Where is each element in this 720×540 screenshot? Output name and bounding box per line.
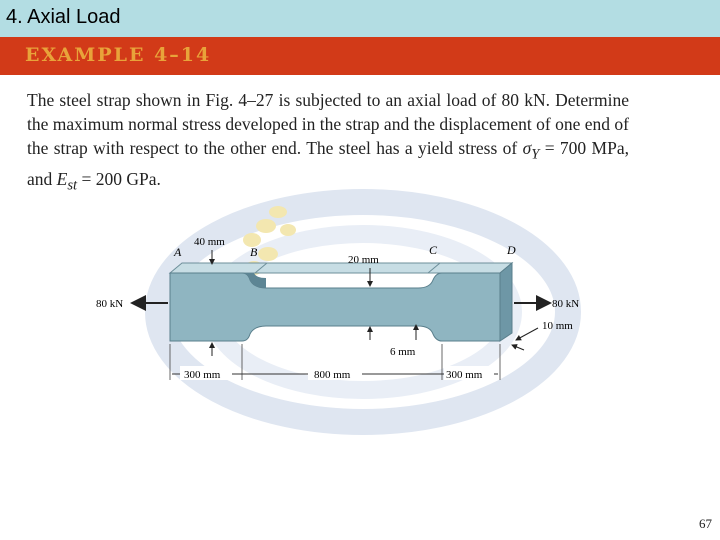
example-title: EXAMPLE 4–14 <box>25 44 212 66</box>
point-b-label: B <box>250 245 258 259</box>
problem-text-1: The steel strap shown in Fig. 4–27 is su… <box>27 90 629 158</box>
point-d-label: D <box>506 243 516 257</box>
width-mid-label: 20 mm <box>348 254 379 266</box>
page-number: 67 <box>699 516 712 531</box>
sigma-symbol: σ <box>522 138 532 158</box>
strap-figure: 80 kN 80 kN A B C D 40 mm 20 mm 6 mm 10 … <box>96 236 579 381</box>
e-symbol: E <box>56 168 68 189</box>
problem-statement: The steel strap shown in Fig. 4–27 is su… <box>27 88 629 197</box>
depth-arrow-top <box>515 327 539 341</box>
strap-notch-shade <box>242 273 266 288</box>
point-a-label: A <box>173 245 182 259</box>
e-subscript: st <box>67 177 78 193</box>
len-mid-bg <box>308 366 362 380</box>
slide-title: 4. Axial Load <box>6 6 121 28</box>
width-end-label: 40 mm <box>194 236 225 248</box>
sigma-subscript: Y <box>531 146 540 163</box>
len-right-label: 300 mm <box>446 369 483 381</box>
header-bar: 4. Axial Load <box>0 0 720 37</box>
left-load-label: 80 kN <box>96 298 123 310</box>
depth-label: 10 mm <box>542 320 573 332</box>
point-c-label: C <box>429 243 438 257</box>
strap-front-face <box>169 272 501 342</box>
strap-side-face <box>499 261 513 342</box>
depth-arrow-bottom <box>511 344 525 351</box>
example-band <box>0 37 720 75</box>
problem-text-2: = 700 MPa, and <box>27 138 629 189</box>
strap-top-surface <box>168 262 514 274</box>
len-mid-label: 800 mm <box>314 369 351 381</box>
thickness-label: 6 mm <box>390 346 416 358</box>
problem-text-3: = 200 GPa. <box>77 168 161 189</box>
len-left-label: 300 mm <box>184 369 221 381</box>
len-right-bg <box>444 366 494 380</box>
len-left-bg <box>180 366 232 380</box>
right-load-label: 80 kN <box>552 298 579 310</box>
